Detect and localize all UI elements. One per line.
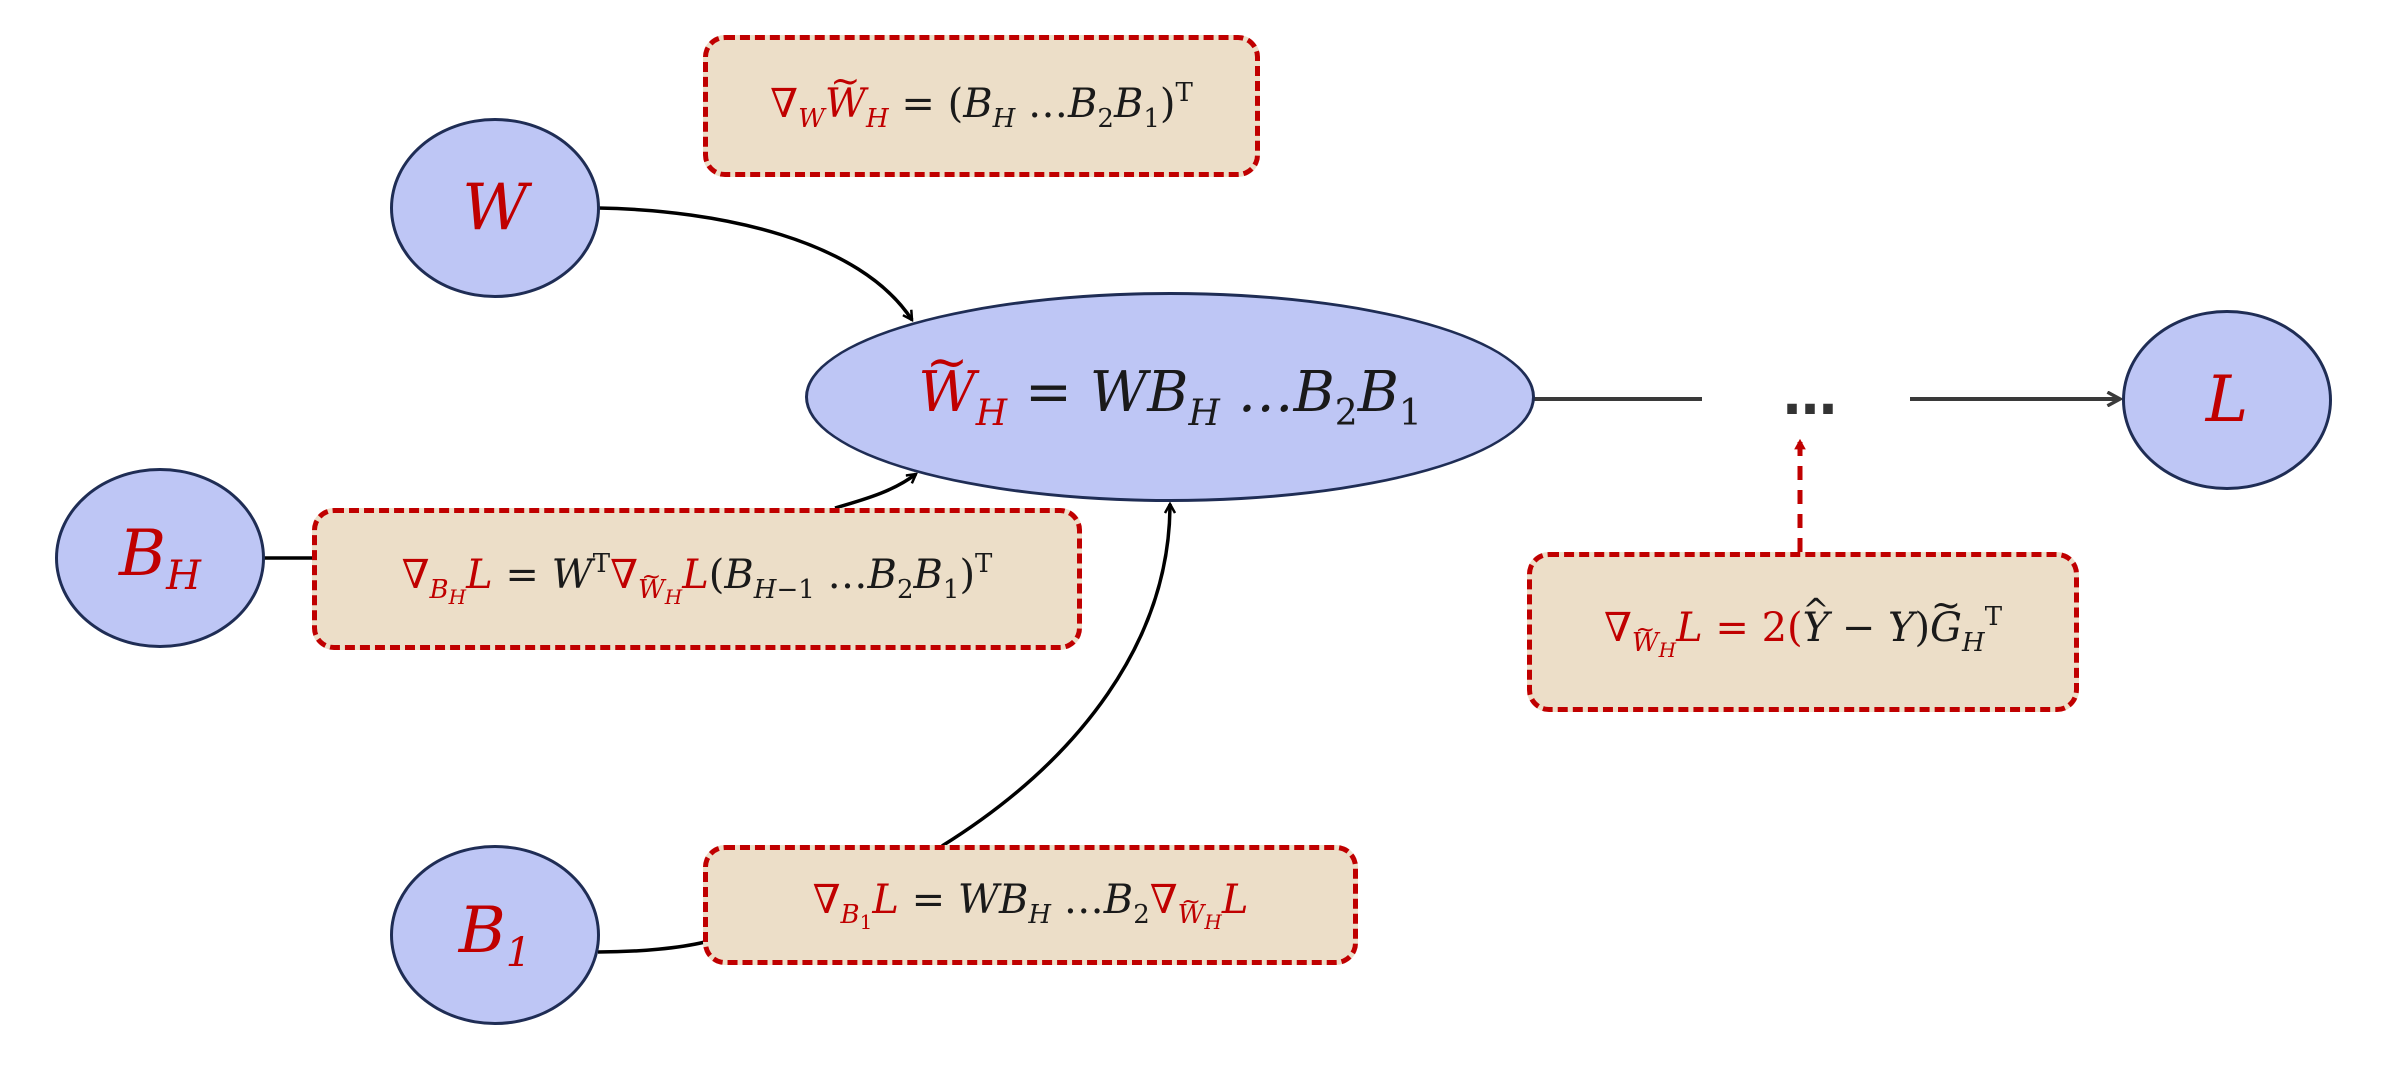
grad-b1-box: ∇B1L = WBH …B2∇WHL <box>703 845 1358 965</box>
edge-b1-to-center-curve <box>941 504 1170 848</box>
node-effective-weight: WH = WBH …B2B1 <box>805 292 1535 502</box>
node-bh: BH <box>55 468 265 648</box>
edge-b1-to-center <box>597 940 706 954</box>
grad-w-formula: ∇WWH = (BH …B2B1)T <box>770 78 1193 134</box>
effective-weight-formula: WH = WBH …B2B1 <box>918 360 1422 434</box>
edge-w-to-center <box>597 206 914 320</box>
grad-loss-formula: ∇WHL = 2(Y − Y)GHT <box>1604 602 2002 662</box>
edge-bh-to-center-curve <box>834 474 916 510</box>
grad-bh-box: ∇BHL = WT∇WHL(BH−1 …B2B1)T <box>312 508 1082 650</box>
node-b1: B1 <box>390 845 600 1025</box>
grad-loss-box: ∇WHL = 2(Y − Y)GHT <box>1527 552 2079 712</box>
grad-b1-formula: ∇B1L = WBH …B2∇WHL <box>813 877 1249 934</box>
node-w-label: W <box>462 171 528 245</box>
node-l-label: L <box>2205 363 2249 437</box>
node-l: L <box>2122 310 2332 490</box>
grad-w-box: ∇WWH = (BH …B2B1)T <box>703 35 1260 177</box>
node-b1-label: B1 <box>458 894 532 976</box>
intermediate-layers-ellipsis: … <box>1783 363 1837 427</box>
grad-bh-formula: ∇BHL = WT∇WHL(BH−1 …B2B1)T <box>402 549 993 609</box>
node-bh-label: BH <box>119 517 201 599</box>
node-w: W <box>390 118 600 298</box>
